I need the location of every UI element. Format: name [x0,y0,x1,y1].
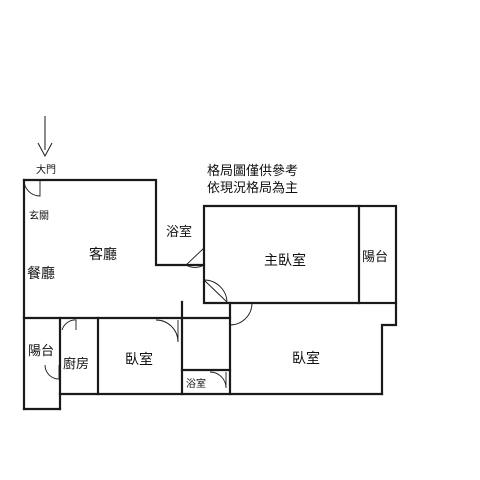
outer-walls [22,178,398,411]
entrance-arrow-icon [37,116,53,158]
interior-walls [59,316,232,396]
bedroom-middle-label: 臥室 [125,351,153,368]
master-bedroom-walls [202,263,361,396]
balcony-right-label: 陽台 [362,250,388,265]
master-bedroom-label: 主臥室 [264,252,306,269]
bathroom-top-label: 浴室 [166,224,192,240]
foyer-label: 玄關 [29,209,49,222]
note-line-2: 依現況格局為主 [207,180,298,196]
dining-room-label: 餐廳 [27,265,55,282]
balcony-left-label: 陽台 [28,344,54,359]
balcony-right-walls [357,204,398,305]
bedroom-right-label: 臥室 [292,350,320,367]
doors [23,179,253,389]
bathroom-small-label: 浴室 [186,377,206,390]
entrance-label: 大門 [36,163,56,176]
living-room-label: 客廳 [89,246,117,263]
kitchen-label: 廚房 [63,356,89,372]
note-line-1: 格局圖僅供參考 [207,163,298,179]
